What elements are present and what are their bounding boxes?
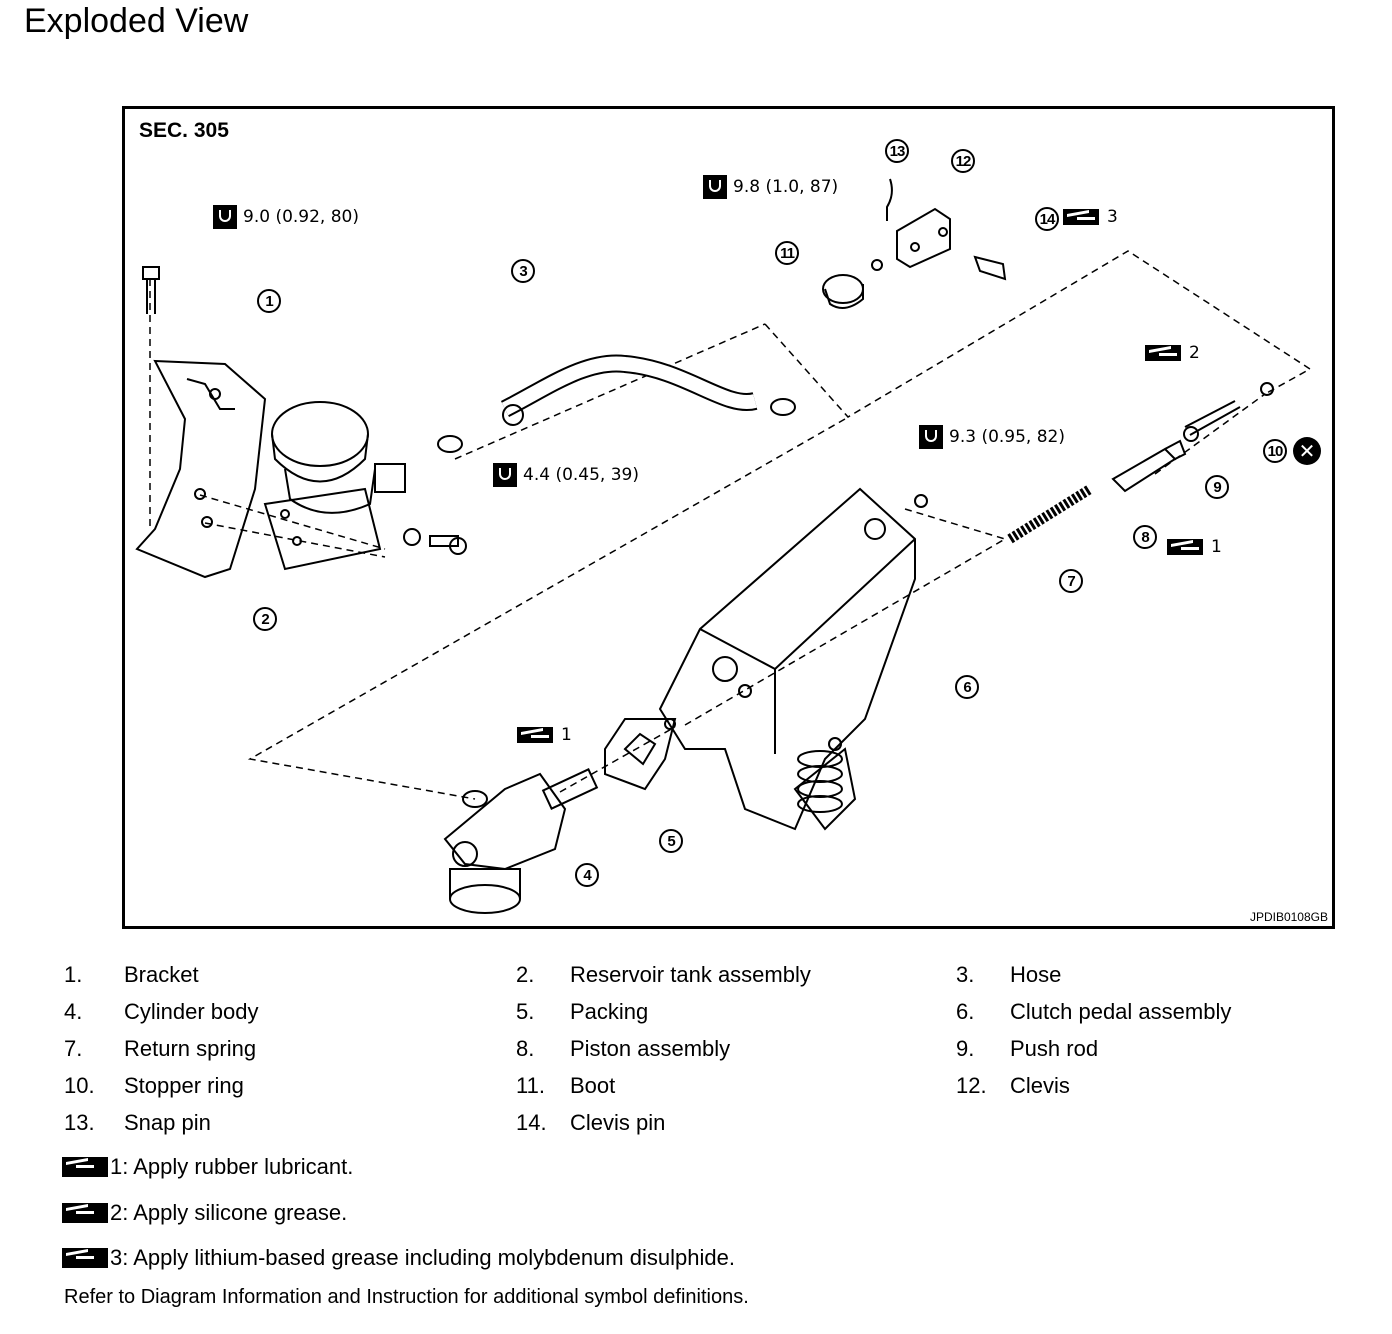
grease-icon [62, 1157, 108, 1177]
figure-id: JPDIB0108GB [1249, 910, 1328, 924]
callout-5: 5 [659, 829, 683, 853]
exploded-view-figure: SEC. 305 JPDIB0108GB 9.0 (0.92, 80) 9.8 … [122, 106, 1335, 929]
callout-7: 7 [1059, 569, 1083, 593]
grease-mark-clevis-pin: 3 [1063, 207, 1118, 227]
torque-spec-nut: 9.3 (0.95, 82) [919, 425, 1065, 449]
grease-icon [1063, 209, 1099, 225]
callout-9: 9 [1205, 475, 1229, 499]
guide-lines [149, 250, 1312, 800]
callout-13: 13 [885, 139, 909, 163]
callout-11: 11 [775, 241, 799, 265]
grease-icon [1145, 345, 1181, 361]
footer-note: Refer to Diagram Information and Instruc… [64, 1286, 749, 1308]
section-label: SEC. 305 [139, 119, 229, 142]
lubricant-note-2: 2: Apply silicone grease. [62, 1200, 347, 1226]
grease-mark-piston: 1 [1167, 537, 1222, 557]
torque-wrench-icon [919, 425, 943, 449]
page-title: Exploded View [24, 2, 249, 40]
exploded-view-drawing [135, 178, 1312, 914]
callout-4: 4 [575, 863, 599, 887]
grease-mark-cylinder: 1 [517, 725, 572, 745]
callout-8: 8 [1133, 525, 1157, 549]
grease-mark-push-rod: 2 [1145, 343, 1200, 363]
grease-icon [62, 1248, 108, 1268]
callout-14: 14 [1035, 207, 1059, 231]
torque-wrench-icon [213, 205, 237, 229]
callout-12: 12 [951, 149, 975, 173]
lubricant-note-1: 1: Apply rubber lubricant. [62, 1154, 353, 1180]
torque-spec-clevis: 9.8 (1.0, 87) [703, 175, 838, 199]
grease-icon [1167, 539, 1203, 555]
callout-2: 2 [253, 607, 277, 631]
torque-wrench-icon [493, 463, 517, 487]
grease-icon [62, 1203, 108, 1223]
callout-3: 3 [511, 259, 535, 283]
callout-1: 1 [257, 289, 281, 313]
torque-spec-tank-bolt: 4.4 (0.45, 39) [493, 463, 639, 487]
torque-wrench-icon [703, 175, 727, 199]
grease-icon [517, 727, 553, 743]
torque-spec-bolt: 9.0 (0.92, 80) [213, 205, 359, 229]
do-not-reuse-icon: ✕ [1293, 437, 1321, 465]
lubricant-note-3: 3: Apply lithium-based grease including … [62, 1245, 735, 1271]
callout-10: 10 [1263, 439, 1287, 463]
callout-6: 6 [955, 675, 979, 699]
